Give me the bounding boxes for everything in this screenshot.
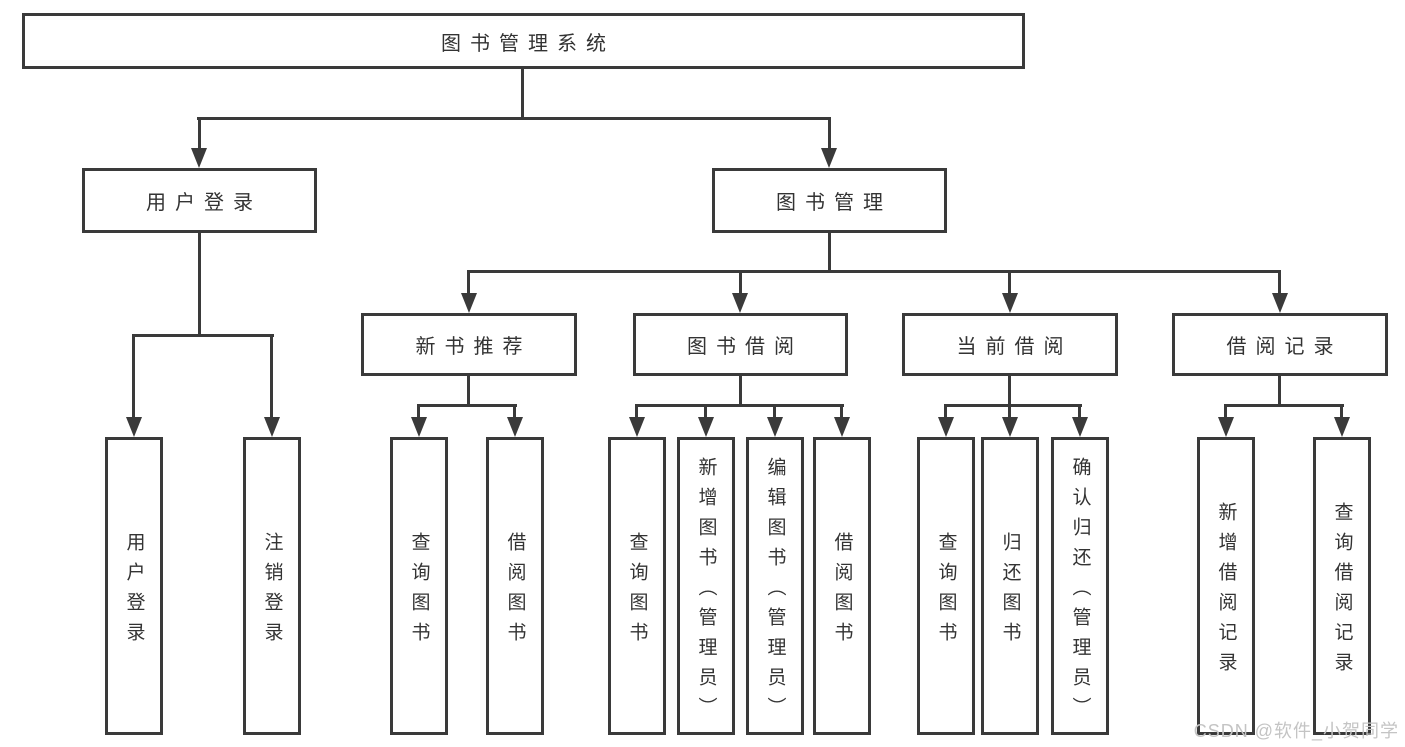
arrow-down-icon — [461, 293, 477, 313]
leaf-query-books-borrowing: 查询图书 — [608, 437, 666, 735]
node-book-borrowing: 图书借阅 — [633, 313, 848, 376]
leaf-edit-books-admin: 编辑图书（管理员） — [746, 437, 804, 735]
node-root-label: 图书管理系统 — [441, 32, 615, 55]
arrow-down-icon — [191, 148, 207, 168]
node-current-borrowing: 当前借阅 — [902, 313, 1118, 376]
connector-line — [1224, 404, 1344, 407]
connector-line — [467, 376, 470, 406]
arrow-down-icon — [1002, 417, 1018, 437]
leaf-add-books-admin: 新增图书（管理员） — [677, 437, 735, 735]
leaf-logout-label: 注销登录 — [261, 531, 283, 652]
connector-line — [1340, 404, 1343, 419]
connector-line — [198, 233, 201, 336]
connector-line — [132, 334, 274, 337]
node-book-management: 图书管理 — [712, 168, 947, 233]
leaf-borrow-books-borrowing: 借阅图书 — [813, 437, 871, 735]
leaf-query-books-current: 查询图书 — [917, 437, 975, 735]
connector-line — [1224, 404, 1227, 419]
arrow-down-icon — [732, 293, 748, 313]
connector-line — [1008, 270, 1011, 295]
connector-line — [1008, 404, 1011, 419]
leaf-borrow-books-borrowing-label: 借阅图书 — [831, 531, 853, 652]
arrow-down-icon — [938, 417, 954, 437]
leaf-query-books-borrowing-label: 查询图书 — [626, 531, 648, 652]
connector-line — [417, 404, 420, 419]
connector-line — [198, 117, 201, 150]
connector-line — [467, 270, 470, 295]
connector-line — [1008, 376, 1011, 406]
connector-line — [197, 117, 831, 120]
node-library-management-system: 图书管理系统 — [22, 13, 1025, 69]
arrow-down-icon — [1334, 417, 1350, 437]
arrow-down-icon — [698, 417, 714, 437]
connector-line — [1278, 376, 1281, 406]
node-book-management-label: 图书管理 — [776, 192, 892, 214]
leaf-add-borrow-record: 新增借阅记录 — [1197, 437, 1255, 735]
connector-line — [739, 270, 742, 295]
leaf-logout: 注销登录 — [243, 437, 301, 735]
node-borrowing-records-label: 借阅记录 — [1226, 336, 1343, 358]
watermark-text: CSDN @软件_小贺同学 — [1193, 721, 1399, 741]
leaf-query-books-current-label: 查询图书 — [935, 531, 957, 652]
connector-line — [704, 404, 707, 419]
node-user-login: 用户登录 — [82, 168, 317, 233]
connector-line — [828, 233, 831, 272]
arrow-down-icon — [1272, 293, 1288, 313]
node-current-borrowing-label: 当前借阅 — [956, 336, 1073, 358]
leaf-add-books-admin-label: 新增图书（管理员） — [695, 456, 717, 727]
node-new-book-recommend-label: 新书推荐 — [415, 336, 532, 358]
node-book-borrowing-label: 图书借阅 — [687, 336, 803, 358]
connector-line — [132, 334, 135, 419]
connector-line — [635, 404, 638, 419]
leaf-return-books-label: 归还图书 — [999, 531, 1021, 652]
connector-line — [635, 404, 844, 407]
arrow-down-icon — [264, 417, 280, 437]
leaf-confirm-return-admin-label: 确认归还（管理员） — [1069, 456, 1091, 727]
node-new-book-recommend: 新书推荐 — [361, 313, 577, 376]
leaf-confirm-return-admin: 确认归还（管理员） — [1051, 437, 1109, 735]
connector-line — [270, 334, 273, 419]
node-user-login-label: 用户登录 — [146, 192, 262, 214]
leaf-borrow-books-recommend-label: 借阅图书 — [504, 531, 526, 652]
leaf-user-login: 用户登录 — [105, 437, 163, 735]
leaf-add-borrow-record-label: 新增借阅记录 — [1215, 501, 1237, 682]
connector-line — [1278, 270, 1281, 295]
arrow-down-icon — [821, 148, 837, 168]
arrow-down-icon — [629, 417, 645, 437]
leaf-query-borrow-record-label: 查询借阅记录 — [1331, 501, 1353, 682]
connector-line — [944, 404, 947, 419]
connector-line — [417, 404, 517, 407]
arrow-down-icon — [411, 417, 427, 437]
leaf-edit-books-admin-label: 编辑图书（管理员） — [764, 456, 786, 727]
arrow-down-icon — [126, 417, 142, 437]
connector-line — [739, 376, 742, 406]
arrow-down-icon — [507, 417, 523, 437]
arrow-down-icon — [1072, 417, 1088, 437]
leaf-user-login-label: 用户登录 — [123, 531, 145, 652]
connector-line — [1078, 404, 1081, 419]
connector-line — [513, 404, 516, 419]
connector-line — [828, 117, 831, 150]
leaf-borrow-books-recommend: 借阅图书 — [486, 437, 544, 735]
arrow-down-icon — [767, 417, 783, 437]
leaf-query-books-recommend: 查询图书 — [390, 437, 448, 735]
leaf-return-books: 归还图书 — [981, 437, 1039, 735]
connector-line — [467, 270, 1281, 273]
arrow-down-icon — [834, 417, 850, 437]
arrow-down-icon — [1218, 417, 1234, 437]
leaf-query-books-recommend-label: 查询图书 — [408, 531, 430, 652]
arrow-down-icon — [1002, 293, 1018, 313]
connector-line — [773, 404, 776, 419]
connector-line — [944, 404, 1082, 407]
leaf-query-borrow-record: 查询借阅记录 — [1313, 437, 1371, 735]
node-borrowing-records: 借阅记录 — [1172, 313, 1388, 376]
connector-line — [521, 68, 524, 118]
connector-line — [840, 404, 843, 419]
